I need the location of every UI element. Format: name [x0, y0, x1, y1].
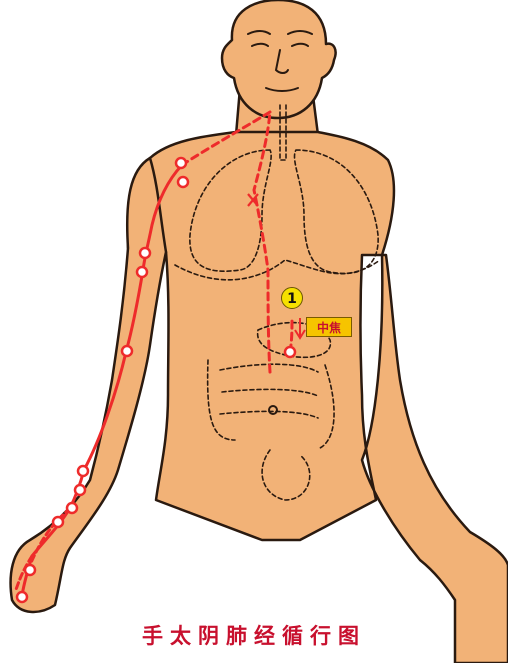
anatomy-sketch [174, 104, 381, 501]
face-features [247, 30, 313, 415]
acupoint-dot-icon [65, 501, 79, 515]
acupoint-dot-icon [174, 156, 188, 170]
acupoint-dot-icon [76, 464, 90, 478]
acupoint-dot-icon [283, 345, 297, 359]
acupoint-dot-icon [51, 515, 65, 529]
acupoint-dot-icon [23, 563, 37, 577]
acupoint-dot-icon [138, 246, 152, 260]
figure-caption: 手太阴肺经循行图 [142, 623, 366, 648]
crossing-x-icon [247, 193, 259, 207]
acupoint-dot-icon [135, 265, 149, 279]
acupoint-dot-icon [73, 483, 87, 497]
zhongjiao-label: 中焦 [306, 317, 352, 337]
acupoint-dot-icon [15, 590, 29, 604]
acupoints [15, 156, 297, 604]
step-number-marker: 1 [281, 287, 303, 309]
body-silhouette [9, 0, 508, 663]
acupoint-dot-icon [120, 344, 134, 358]
acupoint-dot-icon [176, 175, 190, 189]
down-arrow-icon [294, 318, 306, 340]
